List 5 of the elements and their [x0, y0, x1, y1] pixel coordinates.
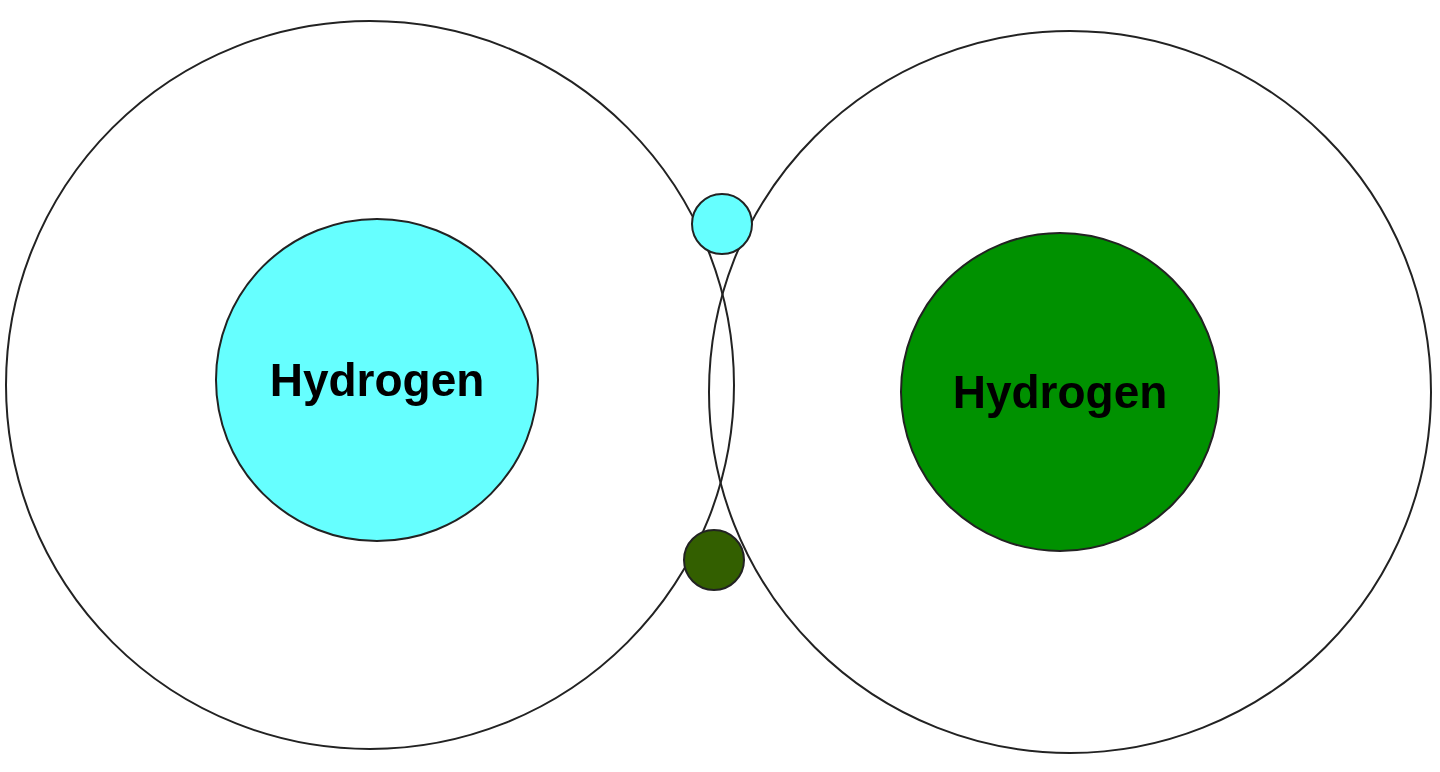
electron — [683, 529, 745, 591]
electron-shell — [708, 30, 1432, 754]
element-name: Hydrogen — [952, 365, 1168, 419]
electron-shell — [5, 20, 735, 750]
element-name: Hydrogen — [269, 353, 485, 407]
